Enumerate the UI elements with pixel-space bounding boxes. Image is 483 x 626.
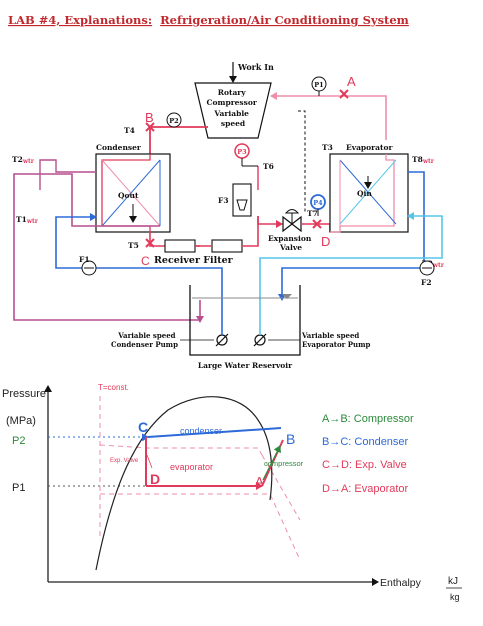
line-to-valve [257, 216, 283, 228]
water-reservoir [189, 285, 301, 356]
ph-point-a: A [255, 474, 264, 489]
t3-label: T3 [322, 143, 333, 152]
point-c-label: C [141, 254, 150, 268]
condenser-process-label: condenser [180, 426, 222, 436]
expansion-valve [282, 209, 302, 233]
compressor-label: Rotary Compressor Variable speed [207, 88, 260, 128]
evaporator-label: Evaporator [346, 143, 393, 152]
point-d-marker [312, 219, 322, 229]
ph-diagram: Pressure (MPa) Enthalpy kJ kg P2 P1 T=co… [2, 383, 462, 602]
point-b-label: B [145, 110, 154, 125]
t5-label: T5 [128, 241, 139, 250]
title-rest: Refrigeration/Air Conditioning System [160, 13, 409, 27]
point-d-label: D [321, 234, 330, 249]
compressor [194, 82, 272, 139]
expansion-valve-label: Expansion Valve [268, 234, 314, 252]
enthalpy-units-den: kg [450, 592, 460, 602]
schematic: Work In Rotary Compressor Variable speed… [12, 62, 445, 370]
ph-point-c: C [138, 419, 148, 435]
receiver-filter-label: Receiver Filter [154, 255, 234, 266]
t7-label: T7 [307, 209, 318, 218]
work-in-label: Work In [237, 62, 274, 72]
title-prefix: LAB #4, Explanations: [8, 13, 152, 27]
liquid-line-2 [242, 216, 259, 247]
condenser-label: Condenser [96, 143, 142, 152]
f2-label: F2 [421, 278, 432, 287]
tconst-label: T=const. [98, 383, 129, 392]
point-c-marker [145, 238, 155, 248]
page-title: LAB #4, Explanations: Refrigeration/Air … [8, 13, 409, 27]
condenser-process [141, 427, 282, 442]
condenser-water-return [13, 173, 200, 321]
suction-line [270, 92, 387, 140]
pressure-units: (MPa) [6, 415, 36, 427]
qout-label: Qout [118, 191, 139, 200]
t4-label: T4 [124, 126, 135, 135]
p4-label: P4 [313, 199, 323, 207]
evaporator-pump-label: Variable speed Evaporator Pump [301, 331, 371, 349]
p2-axis-label: P2 [12, 435, 25, 447]
t2-label: T2wtr [12, 155, 35, 165]
qin-label: Qin [357, 189, 372, 198]
evaporator-water-supply [259, 212, 443, 300]
evaporator-coil [330, 154, 395, 233]
p1-label: P1 [314, 81, 323, 89]
ph-point-d: D [150, 471, 160, 487]
saturation-dome [95, 396, 273, 571]
process-legend: A→B: Compressor B→C: Condenser C→D: Exp.… [322, 413, 414, 495]
point-a-label: A [347, 74, 356, 89]
compressor-process-label: compressor [264, 459, 304, 468]
legend-item-evaporator: D→A: Evaporator [322, 483, 409, 495]
filter [211, 239, 243, 253]
condenser-cross-2 [101, 159, 161, 227]
f3-label: F3 [218, 196, 229, 205]
legend-item-compressor: A→B: Compressor [322, 413, 414, 425]
p2-label: P2 [169, 117, 178, 125]
t8-label: T8wtr [412, 155, 435, 165]
f1-label: F1 [79, 255, 90, 264]
legend-item-condenser: B→C: Condenser [322, 436, 409, 448]
condenser-coil [101, 154, 151, 232]
ph-point-b: B [286, 431, 295, 447]
p3-label: P3 [237, 148, 247, 156]
receiver [164, 239, 196, 253]
evaporator-process-label: evaporator [170, 462, 213, 472]
point-b-marker [145, 122, 155, 132]
enthalpy-units-num: kJ [448, 576, 458, 587]
pressure-label: Pressure [2, 388, 46, 400]
p1-axis-label: P1 [12, 482, 25, 494]
dashed-control-line [298, 110, 306, 212]
exp-valve-process-label: Exp. Valve [110, 458, 139, 464]
point-a-marker [339, 89, 349, 99]
enthalpy-label: Enthalpy [380, 577, 422, 589]
t6-label: T6 [263, 162, 274, 171]
evaporator-pump [253, 300, 267, 347]
condenser-pump-label: Variable speed Condenser Pump [111, 331, 178, 349]
t1-label: T1wtr [16, 215, 39, 225]
condenser-pump [215, 300, 229, 347]
p2-gauge [166, 112, 182, 128]
legend-item-exp-valve: C→D: Exp. Valve [322, 459, 407, 471]
reservoir-label: Large Water Reservoir [198, 361, 293, 370]
condenser-water-supply [55, 213, 223, 300]
